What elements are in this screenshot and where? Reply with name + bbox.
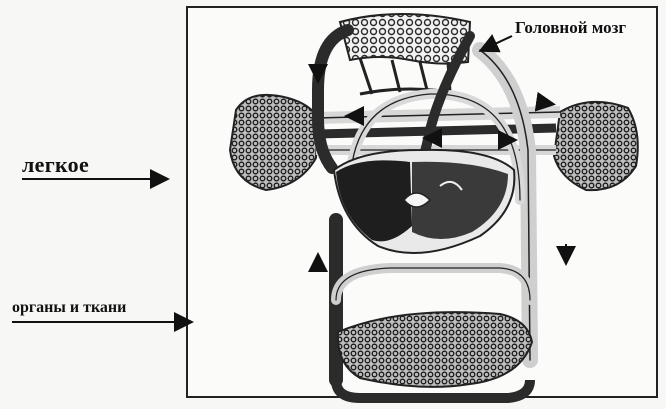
organs-label: органы и ткани <box>12 299 126 317</box>
arrow-left-icon <box>482 36 512 50</box>
brain-label: Головной мозг <box>515 18 626 38</box>
right-lung <box>554 102 638 190</box>
left-lung <box>230 95 318 190</box>
heart <box>334 150 514 253</box>
lung-label: легкое <box>22 152 89 178</box>
arrow-right-icon <box>538 102 552 104</box>
organs-capillary-bed <box>336 312 532 398</box>
